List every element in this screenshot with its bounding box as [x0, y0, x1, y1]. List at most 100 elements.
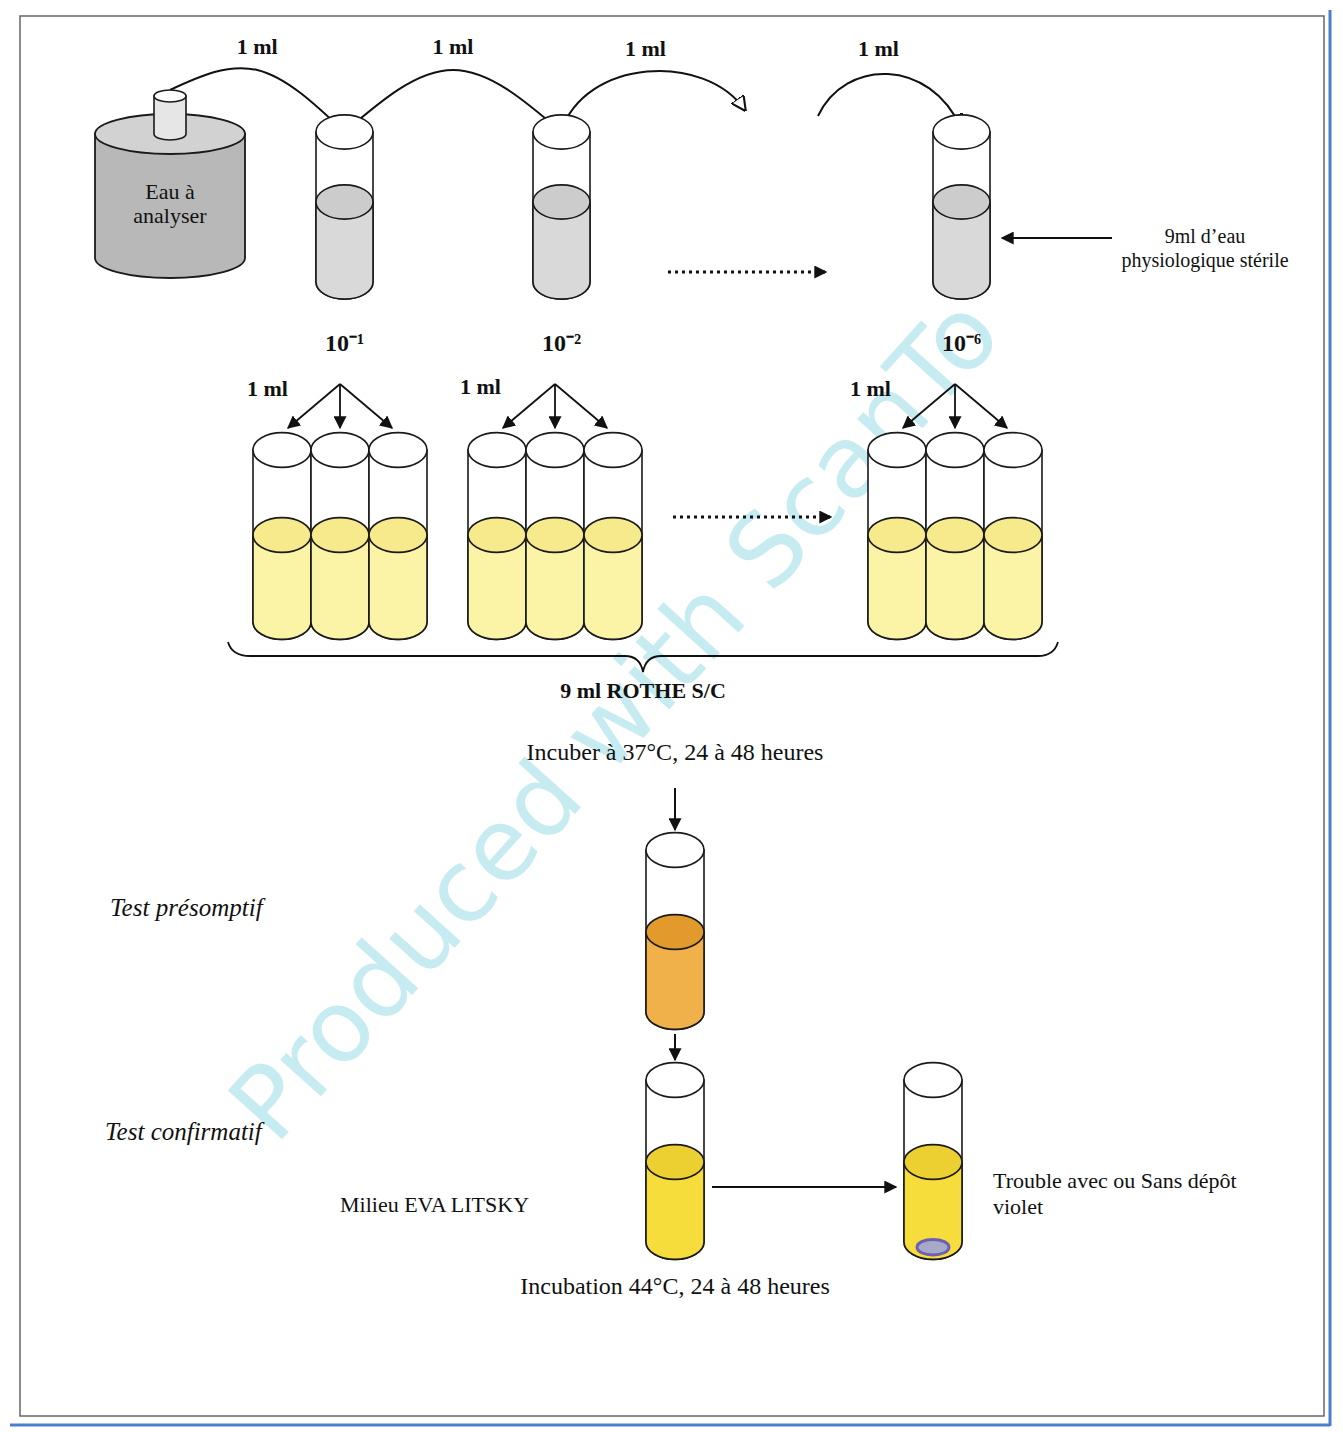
liquid-surface [926, 518, 984, 553]
incubation-note: Incuber à 37°C, 24 à 48 heures [455, 738, 895, 766]
tube-wall [533, 132, 590, 299]
liquid-surface [311, 518, 369, 553]
tube-wall [926, 450, 984, 639]
tube-mouth [526, 433, 584, 468]
tube-mouth [868, 433, 926, 468]
dilution-label: 10⁻² [542, 330, 581, 356]
dilution-tube: 10⁻¹ [316, 115, 373, 360]
tube-wall [584, 450, 642, 639]
liquid-surface [646, 1145, 704, 1180]
tube-wall [526, 450, 584, 639]
volume-label: 1 ml [625, 36, 666, 62]
liquid-surface [868, 518, 926, 553]
bracket [228, 642, 1058, 672]
liquid-surface [584, 518, 642, 553]
step-title: Test confirmatif [105, 1117, 262, 1147]
medium-label: 9 ml ROTHE S/C [513, 678, 773, 704]
tube-wall [933, 132, 990, 299]
dilution-label: 10⁻⁶ [942, 330, 981, 356]
volume-label: 1 ml [850, 376, 891, 402]
fan-arrow [503, 384, 555, 428]
liquid-surface [253, 518, 311, 553]
scan-edge [10, 1424, 1330, 1427]
rothe-tube [311, 433, 369, 640]
tube-mouth [311, 433, 369, 468]
rothe-tube [526, 433, 584, 640]
tube-mouth [369, 433, 427, 468]
fan-arrow [340, 384, 392, 428]
tube-mouth [646, 833, 704, 868]
frame [20, 16, 1324, 1416]
step-title: Test présomptif [110, 893, 263, 923]
fan-arrow [554, 384, 556, 428]
tube-mouth [984, 433, 1042, 468]
liquid-surface [369, 518, 427, 553]
dilution-tube: 10⁻⁶ [933, 115, 990, 360]
diluent-label: 9ml d’eau physiologique stérile [1120, 225, 1290, 272]
rothe-tube [584, 433, 642, 640]
volume-label: 1 ml [247, 376, 288, 402]
liquid-surface [526, 518, 584, 553]
tube-wall [646, 1080, 704, 1259]
eva-tube [646, 1063, 704, 1260]
liquid-surface [533, 185, 590, 219]
tube-wall [253, 450, 311, 639]
fan-arrow [288, 384, 340, 428]
tube-wall [904, 1080, 962, 1259]
down-arrow [674, 1034, 676, 1060]
tube-wall [646, 850, 704, 1029]
result-arrow [712, 1186, 896, 1188]
fan-arrow [555, 384, 607, 428]
liquid-surface [316, 185, 373, 219]
tube-mouth [533, 115, 590, 149]
rothe-tube [984, 433, 1042, 640]
transfer-arrow [561, 71, 745, 132]
bottle-mouth [154, 90, 186, 102]
fan-arrows [288, 384, 1007, 428]
fan-arrow [954, 384, 956, 428]
tube-wall [369, 450, 427, 639]
liquid-surface [646, 915, 704, 950]
tube-mouth [316, 115, 373, 149]
volume-label: 1 ml [858, 36, 899, 62]
dilution-label: 10⁻¹ [325, 330, 364, 356]
fan-arrow [339, 384, 341, 428]
scan-edge [1329, 10, 1332, 1426]
transfer-arrow [818, 74, 961, 128]
tube-wall [984, 450, 1042, 639]
tube-wall [468, 450, 526, 639]
rothe-tube [468, 433, 526, 640]
rothe-tube [369, 433, 427, 640]
dotted-arrow [673, 516, 831, 519]
leader-arrow [1002, 237, 1112, 239]
result-note: Trouble avec ou Sans dépôt violet [993, 1168, 1243, 1220]
liquid-surface [468, 518, 526, 553]
transfer-arrow [345, 70, 562, 132]
volume-label: 1 ml [433, 34, 474, 60]
dilution-tube-shape [316, 115, 373, 299]
node-outline [316, 115, 373, 360]
volume-label: 1 ml [460, 374, 501, 400]
watermark: Produced with ScanTo [206, 275, 1023, 1164]
rothe-tube [253, 433, 311, 640]
liquid-surface [904, 1145, 962, 1180]
node-outline [933, 115, 990, 360]
tube-wall [868, 450, 926, 639]
presumptive-tube [646, 833, 704, 1030]
tube-mouth [253, 433, 311, 468]
incubation-note: Incubation 44°C, 24 à 48 heures [455, 1272, 895, 1300]
dilution-tube: 10⁻² [533, 115, 590, 360]
volume-label: 1 ml [237, 34, 278, 60]
tube-mouth [904, 1063, 962, 1098]
medium-label: Milieu EVA LITSKY [340, 1192, 529, 1218]
dotted-arrow [668, 271, 826, 274]
tube-wall [311, 450, 369, 639]
rothe-tube [868, 433, 926, 640]
tube-mouth [584, 433, 642, 468]
liquid-surface [933, 185, 990, 219]
result-tube [904, 1063, 962, 1260]
tube-mouth [468, 433, 526, 468]
